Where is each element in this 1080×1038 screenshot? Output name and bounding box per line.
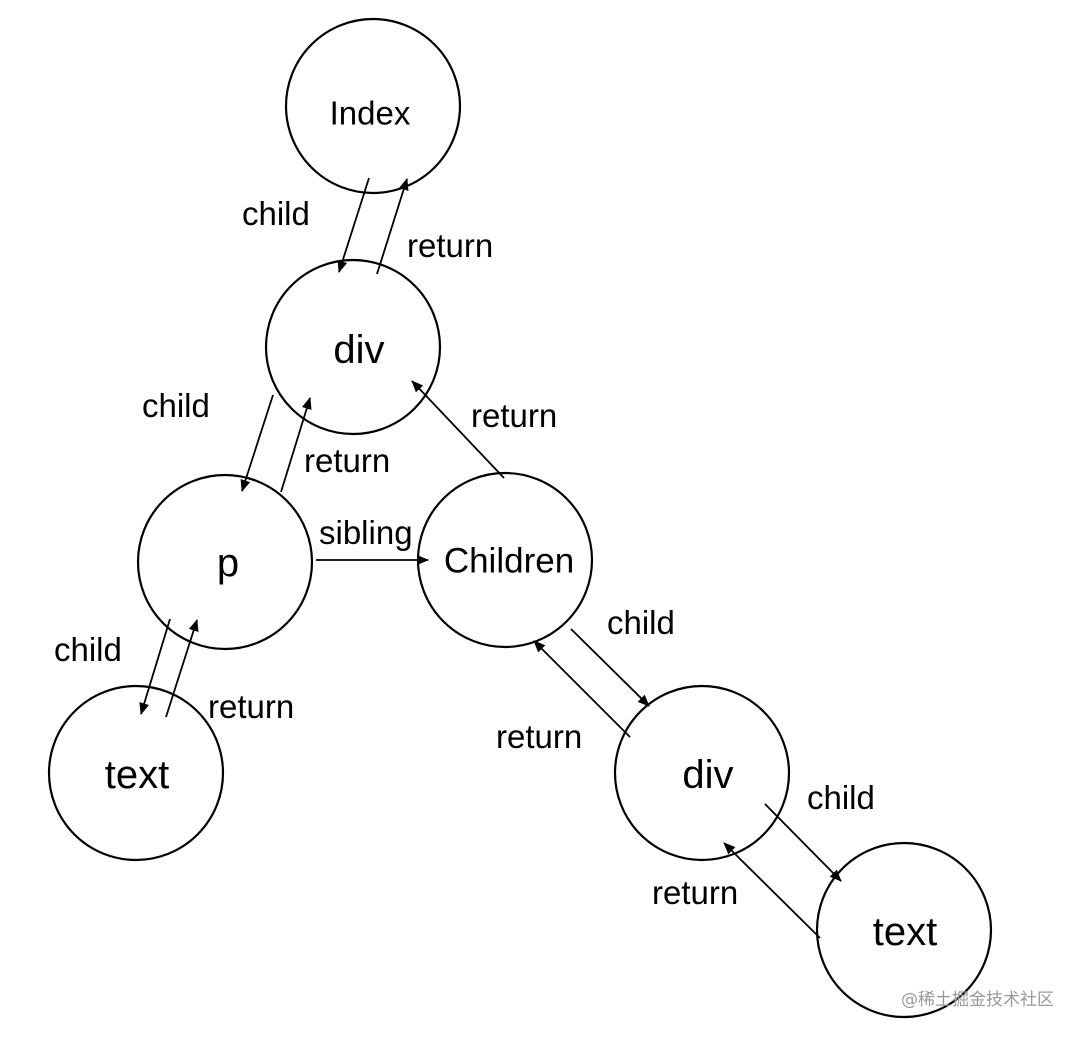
edge-children-div-child-label: child: [607, 604, 675, 641]
node-text-right: text: [815, 841, 993, 1019]
edge-div-text-child-arrow: [764, 803, 842, 882]
node-text-right-label: text: [873, 910, 937, 954]
edge-children-div-child-arrow: [570, 628, 650, 707]
edge-index-return-label: return: [407, 227, 493, 264]
node-index: Index: [284, 17, 462, 195]
node-p-label: p: [217, 541, 239, 585]
node-index-label: Index: [330, 95, 411, 132]
node-div-top-label: div: [333, 328, 384, 372]
node-children: Children: [416, 471, 594, 649]
watermark: @稀土掘金技术社区: [901, 990, 1054, 1010]
node-div-right-label: div: [682, 753, 733, 797]
edge-div-text-return-arrow: [723, 842, 821, 939]
edge-p-text-child-arrow: [139, 618, 171, 715]
node-text-left-label: text: [105, 753, 169, 797]
edge-div-text-return-label: return: [652, 874, 738, 911]
edge-p-text-child-label: child: [54, 631, 122, 668]
edge-p-text-return-label: return: [208, 688, 294, 725]
edge-p-sibling-label: sibling: [319, 514, 413, 551]
edge-index-child-arrow: [337, 177, 370, 273]
edge-index-return-arrow: [376, 178, 409, 275]
edge-div-p-child-arrow: [240, 394, 274, 492]
edge-div-p-child-label: child: [142, 387, 210, 424]
edge-div-text-child-label: child: [807, 779, 875, 816]
edge-div-p-return-label: return: [304, 442, 390, 479]
edge-div-p-return-arrow: [280, 397, 312, 493]
node-p: p: [136, 473, 314, 651]
node-text-left: text: [47, 684, 225, 862]
edge-children-div-return-arrow: [533, 640, 631, 738]
node-div-top: div: [264, 258, 442, 436]
edge-children-div-return-label: return: [496, 718, 582, 755]
edge-index-child-label: child: [242, 195, 310, 232]
edge-children-return-arrow: [411, 380, 505, 479]
node-children-label: Children: [444, 542, 574, 581]
edge-children-return-label: return: [471, 397, 557, 434]
edge-p-text-return-arrow: [165, 619, 199, 718]
node-div-right: div: [613, 684, 791, 862]
